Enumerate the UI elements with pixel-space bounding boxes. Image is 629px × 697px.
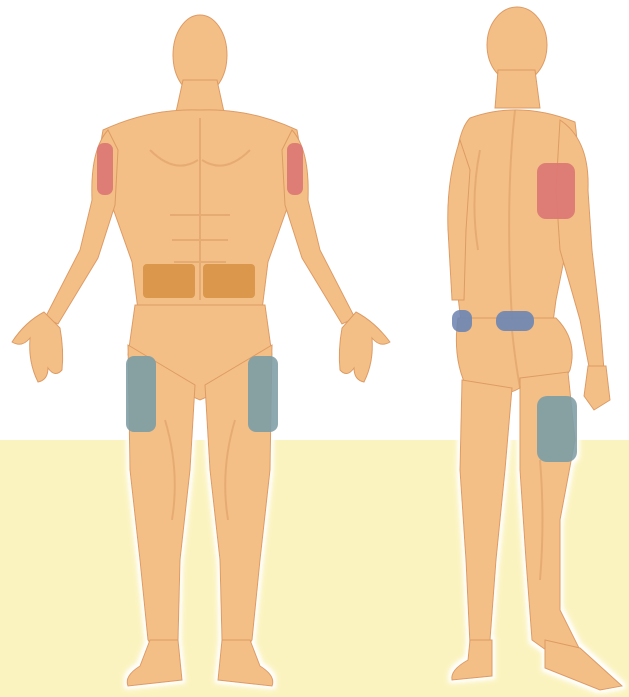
front-upper-arm-left-zone: [287, 143, 303, 195]
back-buttock-left-zone: [452, 310, 472, 332]
back-upper-arm-zone: [537, 163, 575, 219]
front-thigh-left-zone: [248, 356, 278, 432]
front-neck: [176, 80, 224, 112]
front-thigh-right-zone: [126, 356, 156, 432]
front-abdomen-left-zone: [203, 264, 255, 298]
back-neck: [495, 70, 540, 108]
front-abdomen-right-zone: [143, 264, 195, 298]
front-upper-arm-right-zone: [97, 143, 113, 195]
back-thigh-zone: [537, 396, 577, 462]
back-buttock-right-zone: [496, 311, 534, 331]
